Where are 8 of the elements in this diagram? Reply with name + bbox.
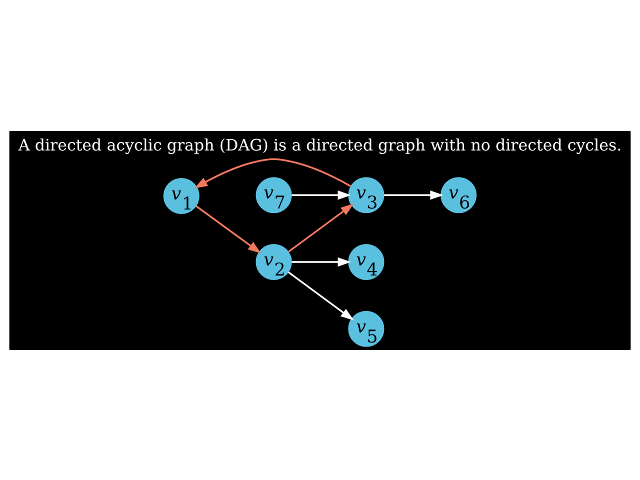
arrow xyxy=(288,270,354,320)
arrow xyxy=(292,256,351,266)
arrow xyxy=(384,190,444,200)
arrow xyxy=(194,158,352,188)
arrow xyxy=(292,190,351,200)
diagram-title: A directed acyclic graph (DAG) is a directed graph with no directed cycles. xyxy=(18,135,622,154)
arrow xyxy=(196,204,262,253)
arrow xyxy=(288,203,354,252)
